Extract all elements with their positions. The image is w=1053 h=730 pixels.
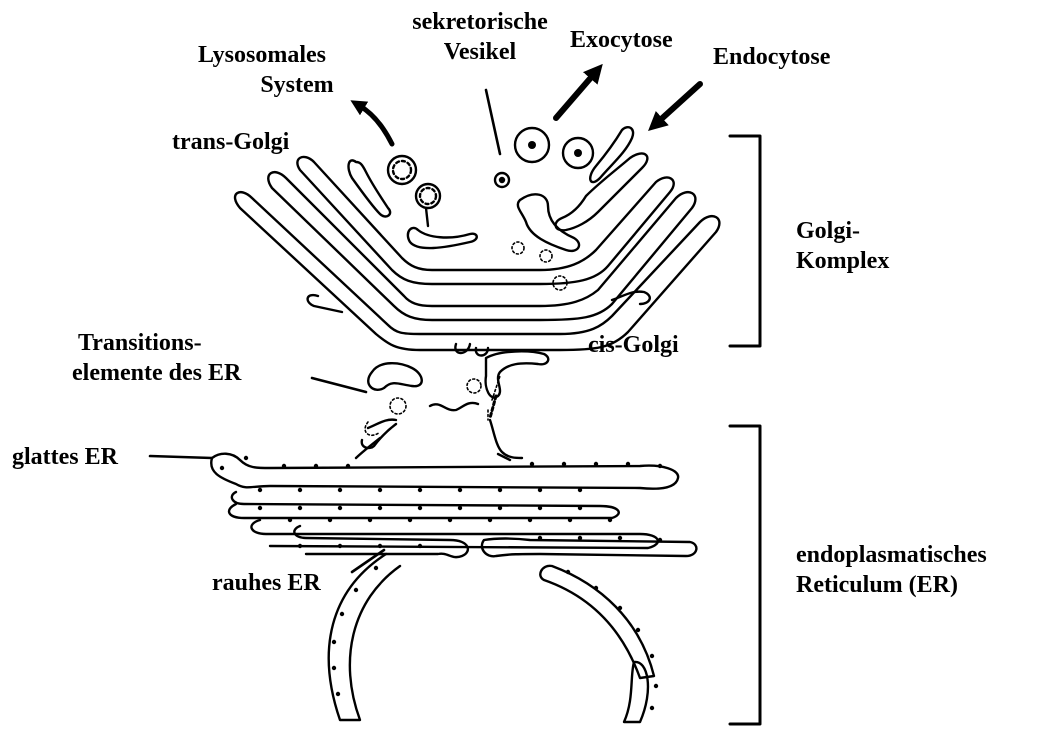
label-transition-elements: Transitions- elemente des ER: [72, 328, 241, 388]
arrows: [360, 74, 700, 144]
er-bracket: [730, 426, 760, 724]
label-lysosomal-system: Lysosomales System: [172, 40, 352, 100]
golgi-cisterna: [268, 172, 695, 320]
golgi-trans-tubule: [408, 228, 477, 248]
exocytosis-arrow: [556, 74, 594, 118]
er-connection: [362, 420, 522, 458]
golgi-cisterna: [297, 157, 673, 284]
label-golgi-complex: Golgi- Komplex: [796, 216, 889, 276]
label-rough-er: rauhes ER: [212, 568, 321, 598]
smooth-er-leader: [150, 456, 212, 458]
secretory-vesicle-leader: [486, 90, 500, 154]
label-exocytosis: Exocytose: [570, 25, 673, 55]
label-cis-golgi: cis-Golgi: [588, 330, 679, 360]
golgi-bracket: [730, 136, 760, 346]
label-endocytosis: Endocytose: [713, 42, 830, 72]
er-cisterna: [229, 492, 619, 518]
transition-elements: [368, 351, 548, 428]
er-nuclear-envelope: [624, 662, 648, 722]
golgi-cisterna: [518, 194, 579, 251]
brackets: [730, 136, 760, 724]
coated-vesicles: [388, 156, 440, 226]
golgi-cisternae: [235, 127, 719, 355]
endocytosis-arrow: [658, 84, 700, 122]
er-cisterna: [251, 520, 657, 548]
secretory-vesicles: [495, 128, 593, 187]
transition-elements-leader: [312, 378, 366, 392]
label-secretory-vesicle: sekretorische Vesikel: [385, 7, 575, 67]
lysosome-arrow: [360, 106, 392, 144]
label-er: endoplasmatisches Reticulum (ER): [796, 540, 987, 600]
er-cisterna: [211, 454, 678, 489]
label-trans-golgi: trans-Golgi: [172, 127, 289, 157]
label-smooth-er: glattes ER: [12, 442, 118, 472]
golgi-trans-tubule: [308, 292, 650, 312]
